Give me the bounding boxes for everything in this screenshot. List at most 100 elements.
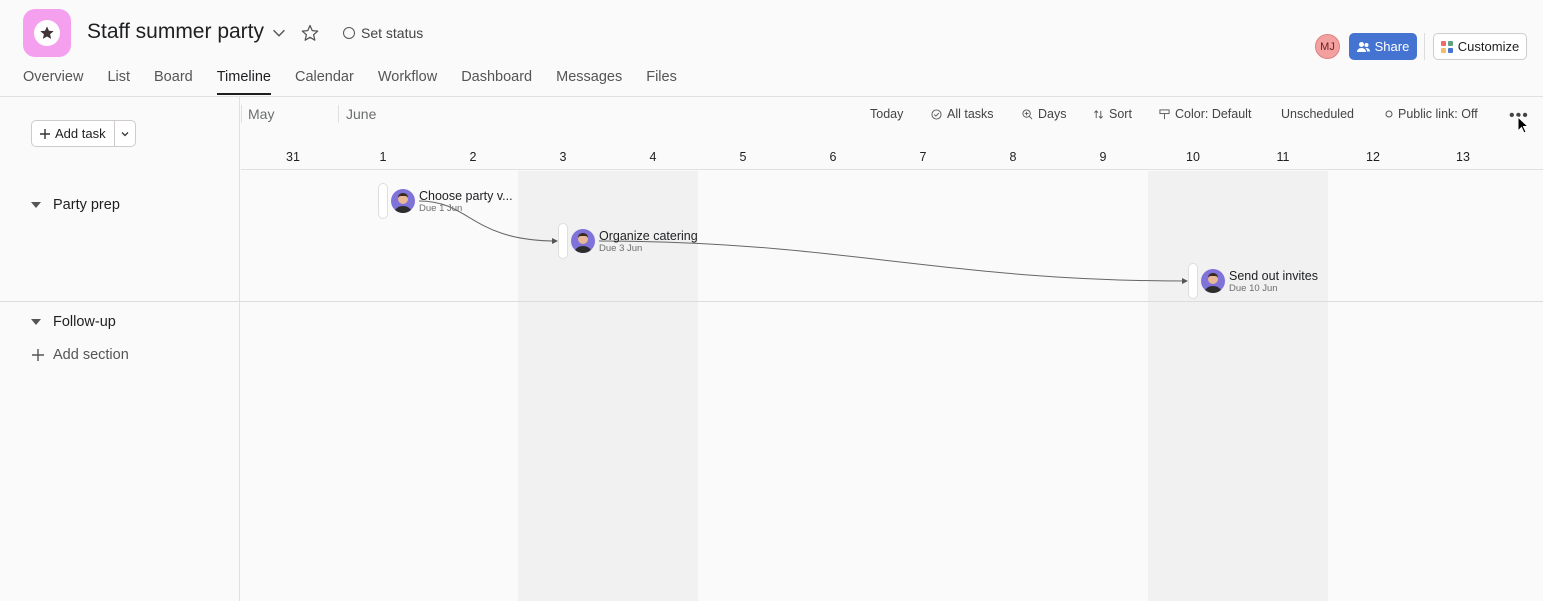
day-label: 5 bbox=[739, 150, 747, 164]
project-icon[interactable] bbox=[23, 9, 71, 57]
day-label: 31 bbox=[286, 150, 300, 164]
add-task-dropdown[interactable] bbox=[115, 121, 135, 146]
add-task-split-button: Add task bbox=[31, 120, 136, 147]
section-party-prep[interactable]: Party prep bbox=[31, 197, 120, 213]
status-circle-icon bbox=[343, 27, 355, 39]
color-label: Color: Default bbox=[1175, 107, 1252, 121]
add-section-button[interactable]: Add section bbox=[31, 347, 129, 363]
collapse-triangle-icon[interactable] bbox=[31, 319, 41, 325]
plus-icon bbox=[40, 128, 50, 139]
color-button[interactable]: Color: Default bbox=[1159, 107, 1251, 121]
timeline-header: May June 31 1 2 3 4 5 6 7 8 9 10 11 12 1… bbox=[241, 97, 1543, 170]
tab-workflow[interactable]: Workflow bbox=[377, 69, 438, 85]
chevron-down-icon bbox=[121, 131, 129, 136]
tab-board[interactable]: Board bbox=[154, 69, 193, 85]
divider bbox=[1424, 33, 1425, 60]
section-name: Party prep bbox=[53, 197, 120, 213]
members-icon bbox=[1356, 41, 1370, 52]
day-label: 3 bbox=[559, 150, 567, 164]
share-label: Share bbox=[1374, 39, 1410, 54]
project-header: Staff summer party Set status Overview L… bbox=[0, 0, 1543, 97]
tab-messages[interactable]: Messages bbox=[556, 69, 623, 85]
day-label: 11 bbox=[1276, 150, 1290, 164]
user-avatar[interactable]: MJ bbox=[1315, 34, 1340, 59]
section-follow-up[interactable]: Follow-up bbox=[31, 314, 116, 330]
public-link-label: Public link: Off bbox=[1398, 107, 1478, 121]
plus-icon bbox=[32, 349, 44, 361]
all-tasks-label: All tasks bbox=[947, 107, 994, 121]
sort-icon bbox=[1094, 109, 1103, 119]
share-button[interactable]: Share bbox=[1349, 33, 1417, 60]
more-options-button[interactable]: ••• bbox=[1509, 107, 1529, 124]
month-label: May bbox=[248, 106, 275, 122]
add-task-label: Add task bbox=[55, 126, 106, 141]
task-name[interactable]: Organize catering bbox=[599, 229, 698, 243]
task-bar[interactable] bbox=[1188, 263, 1198, 299]
public-link-button[interactable]: Public link: Off bbox=[1385, 107, 1478, 121]
task-name[interactable]: Send out invites bbox=[1229, 269, 1318, 283]
today-button[interactable]: Today bbox=[870, 107, 903, 121]
set-status-button[interactable]: Set status bbox=[343, 25, 423, 41]
weekend-shading bbox=[518, 171, 698, 601]
customize-button[interactable]: Customize bbox=[1433, 33, 1527, 60]
days-label: Days bbox=[1038, 107, 1067, 121]
today-label: Today bbox=[870, 107, 904, 121]
month-divider bbox=[241, 105, 242, 123]
task-due-date: Due 3 Jun bbox=[599, 243, 643, 254]
month-label: June bbox=[346, 106, 377, 122]
day-label: 7 bbox=[919, 150, 927, 164]
day-label: 13 bbox=[1456, 150, 1470, 164]
zoom-days-button[interactable]: Days bbox=[1022, 107, 1066, 121]
customize-grid-icon bbox=[1440, 40, 1453, 53]
tab-list[interactable]: List bbox=[107, 69, 131, 85]
tab-overview[interactable]: Overview bbox=[23, 69, 84, 85]
assignee-avatar bbox=[571, 229, 595, 253]
timeline-grid: Choose party v... Due 1 Jun Organize cat… bbox=[241, 171, 1543, 601]
dependency-arrow bbox=[598, 240, 1188, 284]
task-name[interactable]: Choose party v... bbox=[419, 189, 513, 203]
collapse-triangle-icon[interactable] bbox=[31, 202, 41, 208]
day-label: 12 bbox=[1366, 150, 1380, 164]
tab-dashboard[interactable]: Dashboard bbox=[461, 69, 533, 85]
chevron-down-icon[interactable] bbox=[270, 24, 288, 42]
check-circle-icon bbox=[931, 108, 942, 120]
paint-icon bbox=[1159, 108, 1170, 119]
person-avatar-icon bbox=[1204, 273, 1222, 293]
sort-button[interactable]: Sort bbox=[1093, 107, 1132, 121]
section-divider bbox=[0, 301, 1543, 302]
all-tasks-filter[interactable]: All tasks bbox=[931, 107, 994, 121]
add-task-button[interactable]: Add task bbox=[32, 121, 115, 146]
task-due-date: Due 1 Jun bbox=[419, 203, 463, 214]
day-label: 10 bbox=[1186, 150, 1200, 164]
set-status-label: Set status bbox=[361, 25, 424, 41]
zoom-icon bbox=[1022, 108, 1033, 119]
star-icon bbox=[40, 26, 54, 39]
project-title[interactable]: Staff summer party bbox=[87, 20, 265, 43]
task-bar[interactable] bbox=[558, 223, 568, 259]
unscheduled-button[interactable]: Unscheduled bbox=[1281, 107, 1354, 121]
day-label: 4 bbox=[649, 150, 657, 164]
task-due-date: Due 10 Jun bbox=[1229, 283, 1278, 294]
task-bar[interactable] bbox=[378, 183, 388, 219]
tab-calendar[interactable]: Calendar bbox=[294, 69, 354, 85]
month-divider bbox=[338, 105, 339, 123]
project-tabs: Overview List Board Timeline Calendar Wo… bbox=[23, 69, 701, 95]
sort-label: Sort bbox=[1109, 107, 1132, 121]
dependency-lines bbox=[418, 200, 1188, 284]
day-label: 8 bbox=[1009, 150, 1017, 164]
dependency-arrow bbox=[418, 200, 558, 244]
unscheduled-label: Unscheduled bbox=[1281, 107, 1354, 121]
day-label: 6 bbox=[829, 150, 837, 164]
day-label: 9 bbox=[1099, 150, 1107, 164]
sections-panel: Add task Party prep Follow-up Add sectio… bbox=[0, 97, 240, 601]
weekend-shading bbox=[1148, 171, 1328, 601]
day-label: 2 bbox=[469, 150, 477, 164]
tab-timeline[interactable]: Timeline bbox=[216, 69, 271, 95]
favorite-star-icon[interactable] bbox=[300, 23, 320, 43]
mouse-cursor-icon bbox=[1517, 116, 1530, 134]
customize-label: Customize bbox=[1457, 39, 1520, 54]
add-section-label: Add section bbox=[53, 347, 129, 363]
tab-files[interactable]: Files bbox=[646, 69, 677, 85]
day-label: 1 bbox=[379, 150, 387, 164]
section-name: Follow-up bbox=[53, 314, 116, 330]
